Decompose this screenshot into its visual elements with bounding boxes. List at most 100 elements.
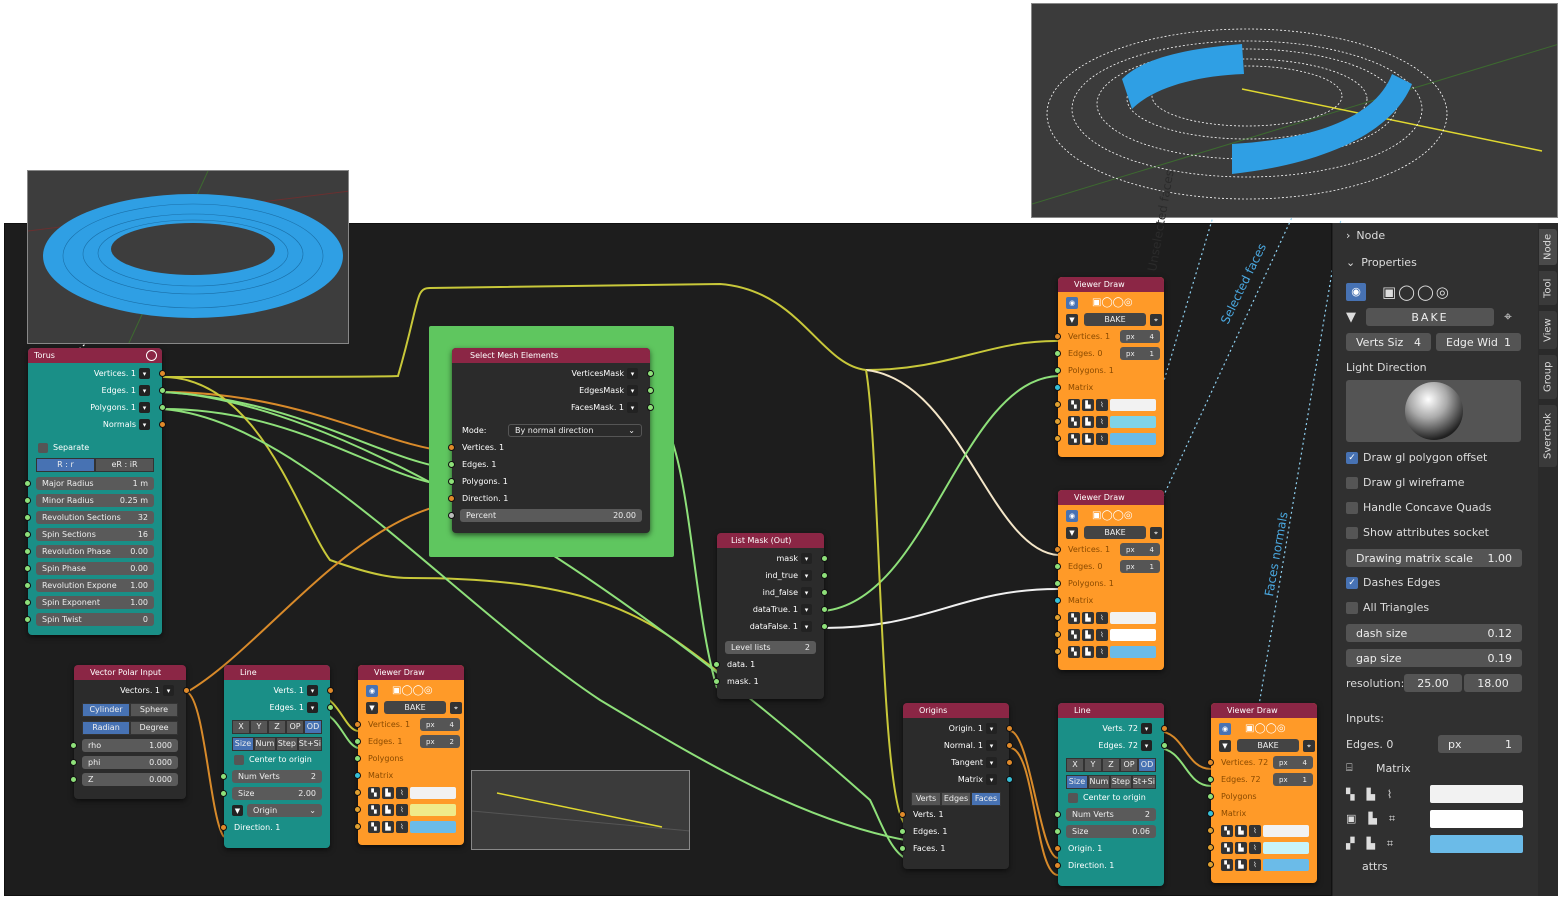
output-socket[interactable] bbox=[821, 555, 828, 562]
shade-icon[interactable]: ▙ bbox=[1235, 841, 1247, 854]
input-row[interactable]: Edges. 1 bbox=[899, 823, 1009, 840]
color-mode-icon[interactable]: ▚ bbox=[368, 803, 380, 816]
input-socket[interactable] bbox=[220, 790, 227, 797]
output-socket[interactable] bbox=[159, 370, 166, 377]
sidebar-checkbox[interactable]: Show attributes socket bbox=[1346, 526, 1489, 539]
edge-color-icons[interactable]: ▣▙⌗ bbox=[1346, 812, 1408, 825]
color-row[interactable]: ▚▙⌇ bbox=[354, 818, 464, 835]
input-socket[interactable] bbox=[1054, 563, 1061, 570]
mode-r-button[interactable]: R : r bbox=[36, 458, 95, 472]
input-row[interactable]: Origin. 1 bbox=[1054, 840, 1164, 857]
degree-button[interactable]: Degree bbox=[130, 721, 178, 735]
output-socket[interactable] bbox=[821, 589, 828, 596]
input-row[interactable]: data. 1 bbox=[713, 656, 824, 673]
light-direction-sphere[interactable] bbox=[1346, 380, 1521, 442]
axis-button[interactable]: Y bbox=[250, 720, 268, 734]
color-swatch[interactable] bbox=[1430, 785, 1523, 803]
eye-icon[interactable]: ◉ bbox=[1346, 283, 1366, 301]
mode-button[interactable]: Size bbox=[232, 737, 254, 751]
output-row[interactable]: ind_true▾ bbox=[717, 567, 828, 584]
color-mode-icon[interactable]: ▚ bbox=[1068, 645, 1080, 658]
color-swatch[interactable] bbox=[1110, 432, 1156, 445]
output-row[interactable]: Edges. 72▾ bbox=[1058, 737, 1168, 754]
dropdown-icon[interactable]: ▾ bbox=[801, 587, 812, 598]
output-polygons[interactable]: Polygons. 1▾ bbox=[28, 399, 166, 416]
output-socket[interactable] bbox=[183, 687, 190, 694]
sidebar-checkbox[interactable]: Handle Concave Quads bbox=[1346, 501, 1491, 514]
checkbox[interactable] bbox=[1346, 476, 1358, 489]
dropdown-icon[interactable]: ▾ bbox=[801, 553, 812, 564]
input-socket[interactable] bbox=[1054, 614, 1061, 621]
color-swatch[interactable] bbox=[410, 820, 456, 833]
pattern-icon[interactable]: ⌇ bbox=[1096, 432, 1108, 445]
pattern-icon[interactable]: ⌇ bbox=[396, 820, 408, 833]
crosshair-icon[interactable]: ⌖ bbox=[450, 701, 462, 714]
color-row[interactable]: ▚▙⌇ bbox=[1054, 430, 1164, 447]
cylinder-button[interactable]: Cylinder bbox=[82, 703, 130, 717]
input-socket[interactable] bbox=[24, 480, 31, 487]
input-socket[interactable] bbox=[1207, 827, 1214, 834]
output-socket[interactable] bbox=[327, 687, 334, 694]
axis-button[interactable]: OP bbox=[1120, 758, 1138, 772]
node-header[interactable]: Origins bbox=[903, 703, 1009, 718]
input-socket[interactable] bbox=[24, 531, 31, 538]
dropdown-icon[interactable]: ▾ bbox=[139, 385, 150, 396]
crosshair-icon[interactable]: ⌖ bbox=[1504, 309, 1512, 325]
input-socket[interactable] bbox=[24, 599, 31, 606]
tab-view[interactable]: View bbox=[1539, 311, 1557, 349]
output-socket[interactable] bbox=[647, 370, 654, 377]
output-faces-mask[interactable]: FacesMask. 1▾ bbox=[452, 399, 654, 416]
bake-button[interactable]: BAKE bbox=[384, 701, 446, 714]
output-socket[interactable] bbox=[327, 704, 334, 711]
color-mode-icon[interactable]: ▚ bbox=[1221, 824, 1233, 837]
display-icons[interactable]: ▣◯◯◎ bbox=[1245, 723, 1286, 734]
input-socket[interactable] bbox=[354, 789, 361, 796]
mode-button[interactable]: St+Si bbox=[297, 737, 322, 751]
checkbox[interactable] bbox=[1346, 501, 1358, 514]
color-mode-icon[interactable]: ▚ bbox=[1068, 415, 1080, 428]
input-socket[interactable] bbox=[448, 444, 455, 451]
eye-icon[interactable]: ◉ bbox=[1066, 296, 1078, 309]
node-header[interactable]: Viewer Draw bbox=[1211, 703, 1317, 718]
axis-button[interactable]: OD bbox=[304, 720, 322, 734]
shade-icon[interactable]: ▙ bbox=[1235, 824, 1247, 837]
sidebar-checkbox[interactable]: ✓Draw gl polygon offset bbox=[1346, 451, 1487, 464]
input-socket[interactable] bbox=[354, 806, 361, 813]
output-row[interactable]: Verts. 1▾ bbox=[224, 682, 334, 699]
mode-button[interactable]: Step bbox=[1109, 775, 1132, 789]
crosshair-icon[interactable]: ⌖ bbox=[1150, 526, 1162, 539]
output-socket[interactable] bbox=[159, 387, 166, 394]
node-header[interactable]: Select Mesh Elements bbox=[452, 348, 650, 363]
node-header[interactable]: Line bbox=[224, 665, 330, 680]
checkbox[interactable] bbox=[1346, 601, 1358, 614]
origins-node[interactable]: Origins Origin. 1▾Normal. 1▾Tangent▾Matr… bbox=[899, 703, 1013, 869]
input-row[interactable]: Direction. 1 bbox=[1054, 857, 1164, 874]
mode-er-button[interactable]: eR : iR bbox=[95, 458, 154, 472]
color-mode-icon[interactable]: ▚ bbox=[1068, 398, 1080, 411]
select-mesh-elements-node[interactable]: Select Mesh Elements VerticesMask▾ Edges… bbox=[448, 348, 654, 533]
shade-icon[interactable]: ▙ bbox=[382, 786, 394, 799]
center-checkbox[interactable]: Center to origin bbox=[224, 751, 330, 768]
